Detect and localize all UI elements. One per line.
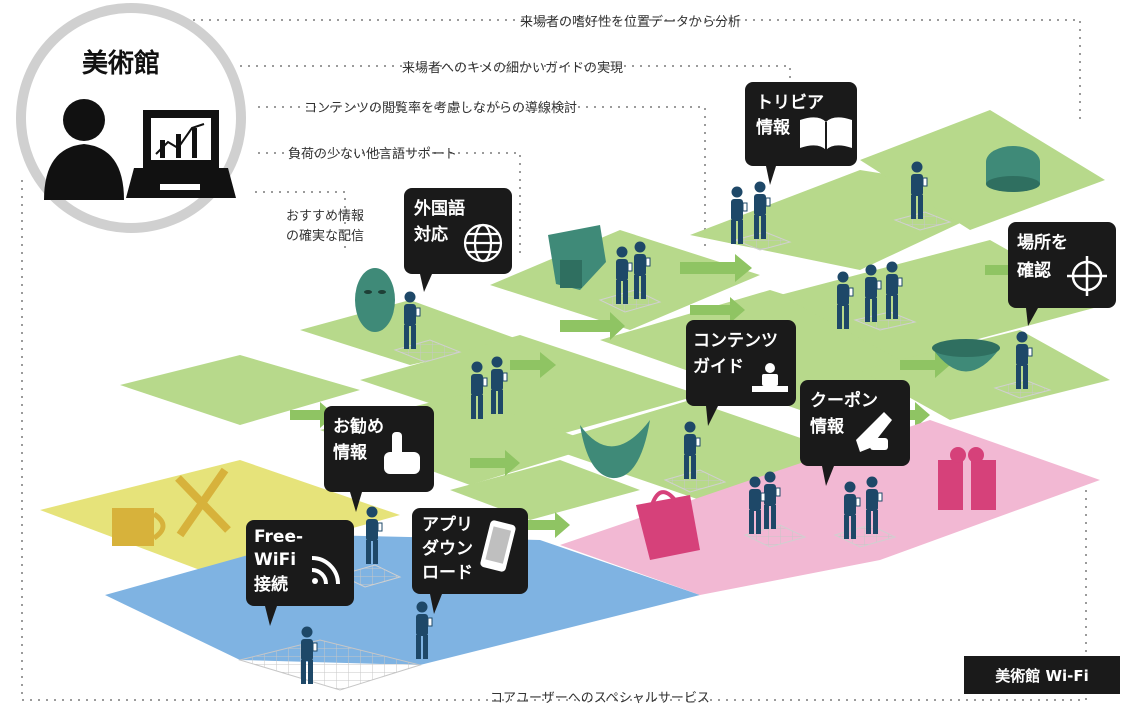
bubble-location-line1: 場所を: [1017, 233, 1068, 253]
thumbs-up-icon: [384, 432, 420, 474]
bubble-trivia: トリビア 情報: [745, 82, 857, 185]
bubble-trivia-line2: 情報: [756, 117, 791, 138]
smartphone-icon: [480, 520, 516, 572]
note-language: 負荷の少ない他言語サポート: [288, 146, 457, 162]
bag-object: [636, 490, 700, 560]
bubble-app-line2: ダウン: [422, 538, 473, 559]
staff-icon: [44, 99, 124, 200]
bubble-coupon: クーポン 情報: [800, 380, 910, 486]
museum-title: 美術館: [82, 48, 160, 79]
bubble-recommend-line2: 情報: [333, 442, 368, 463]
cafe-objects: [112, 467, 231, 546]
armor-object: [548, 225, 606, 290]
bubble-location-line2: 確認: [1017, 260, 1051, 281]
guide-person-icon: [752, 363, 788, 392]
bubble-contents-line2: ガイド: [693, 357, 744, 377]
bubble-wifi-line1: Free-: [254, 527, 303, 547]
exhibit-objects: [112, 146, 1040, 560]
coupon-hand-icon: [856, 412, 892, 452]
bowl-object: [932, 339, 1000, 372]
bubble-trivia-line1: トリビア: [756, 93, 824, 113]
bubble-foreign-line2: 対応: [413, 224, 448, 245]
top-notes: 来場者の嗜好性を位置データから分析 来場者へのキメの細かいガイドの実現 コンテン…: [286, 14, 741, 704]
crosshair-icon: [1067, 256, 1107, 296]
bubble-foreign-line1: 外国語: [414, 198, 465, 219]
pot-object: [986, 146, 1040, 192]
museum-wifi-label: 美術館 Wi-Fi: [964, 656, 1120, 694]
bubble-recommend-line1: お勧め: [333, 416, 384, 437]
note-special-service: コアユーザーへのスペシャルサービス: [490, 691, 710, 704]
note-route: コンテンツの閲覧率を考慮しながらの導線検討: [304, 100, 577, 116]
bubble-coupon-line2: 情報: [810, 416, 845, 437]
grid-floor: [238, 639, 422, 691]
helmet-object: [580, 420, 650, 479]
bubble-app-line3: ロード: [422, 563, 473, 583]
bubble-wifi-line2: WiFi: [254, 550, 296, 570]
mask-object: [355, 268, 395, 332]
bubble-contents-line1: コンテンツ: [693, 331, 778, 351]
museum-admin: 美術館: [16, 3, 246, 233]
wifi-icon: [311, 556, 340, 585]
bubble-app: アプリ ダウン ロード: [412, 508, 528, 614]
note-analysis: 来場者の嗜好性を位置データから分析: [520, 14, 741, 30]
bubble-wifi: Free- WiFi 接続: [246, 520, 354, 626]
gift-object: [938, 447, 996, 510]
note-recommend-line1: おすすめ情報: [286, 209, 364, 224]
globe-icon: [463, 223, 503, 263]
speech-bubbles: トリビア 情報 外国語 対応 場所を 確認: [246, 82, 1116, 626]
note-recommend-line2: の確実な配信: [286, 228, 364, 244]
flow-arrows: [290, 254, 1030, 538]
bubble-wifi-line3: 接続: [254, 574, 288, 595]
bubble-foreign: 外国語 対応: [404, 188, 512, 292]
bubble-coupon-line1: クーポン: [810, 390, 878, 411]
bubble-location: 場所を 確認: [1008, 222, 1116, 326]
bubble-app-line1: アプリ: [422, 514, 473, 535]
laptop-chart-icon: [126, 110, 236, 198]
note-guide: 来場者へのキメの細かいガイドの実現: [402, 60, 623, 76]
book-icon: [800, 117, 852, 150]
bubble-contents: コンテンツ ガイド: [686, 320, 796, 426]
bubble-recommend: お勧め 情報: [324, 406, 434, 512]
